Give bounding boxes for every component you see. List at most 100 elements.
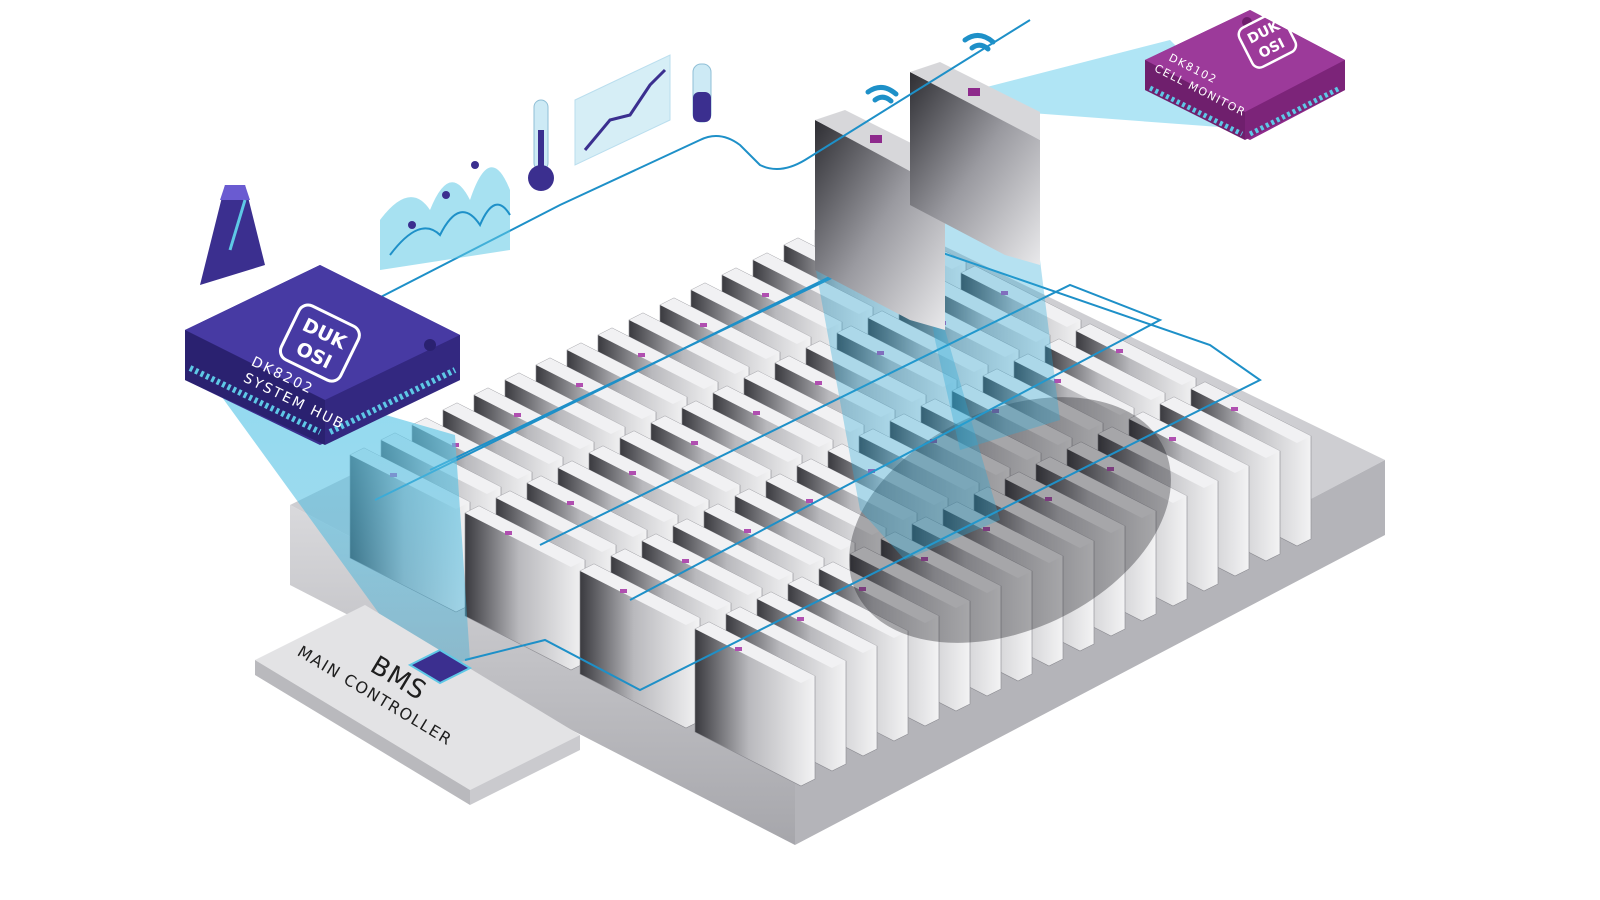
battery-cell-top <box>465 506 585 567</box>
battery-cell-top <box>890 414 1010 475</box>
battery-cell-top <box>726 607 846 668</box>
waveform-chart-icon <box>380 161 511 270</box>
cell-monitor-tab <box>806 499 813 503</box>
battery-cell-top <box>859 429 979 490</box>
bms-chip <box>407 648 473 685</box>
battery-cell-top <box>1067 442 1187 503</box>
cell-monitor-tab <box>1231 407 1238 411</box>
battery-cell-top <box>1160 397 1280 458</box>
battery-cell-top <box>1036 457 1156 518</box>
battery-cell-top <box>757 592 877 653</box>
cell-shadow-overlay <box>849 397 1171 643</box>
line-graph-icon <box>574 54 671 166</box>
battery-cell-top <box>660 298 780 359</box>
battery-cell-top <box>1098 427 1218 488</box>
battery-cell-top <box>589 446 709 507</box>
battery-cell-top <box>881 532 1001 593</box>
cell-monitor-tab <box>1045 497 1052 501</box>
cell-monitor-tab <box>744 529 751 533</box>
battery-cell-top <box>850 547 970 608</box>
system-hub-beam <box>195 360 470 670</box>
battery-cell-top <box>806 341 926 402</box>
battery-cell-top <box>1129 412 1249 473</box>
battery-cell-top <box>868 311 988 372</box>
cell-monitor-tab <box>682 559 689 563</box>
battery-cell-top <box>828 444 948 505</box>
battery-cell-top <box>598 328 718 389</box>
battery-cell-top <box>611 549 731 610</box>
duk-osi-logo <box>1237 10 1298 69</box>
battery-level-icon <box>692 63 712 123</box>
cell-monitor-tab <box>735 647 742 651</box>
battery-cell-top <box>735 489 855 550</box>
raised-cell-2 <box>910 62 1040 265</box>
cell-monitor-tab <box>921 557 928 561</box>
battery-cell-top <box>775 356 895 417</box>
battery-cell-top <box>921 399 1041 460</box>
battery-cell-top <box>744 371 864 432</box>
cell-monitor-tab <box>762 293 769 297</box>
battery-cell-top <box>952 384 1072 445</box>
cell-monitor-tab <box>514 413 521 417</box>
battery-cell-top <box>961 266 1081 327</box>
cell-monitor-tab <box>1107 467 1114 471</box>
cell-monitor-tab <box>868 469 875 473</box>
battery-cell-top <box>788 577 908 638</box>
duk-osi-logo <box>278 303 361 383</box>
battery-cell-top <box>567 343 687 404</box>
cell-monitor-tab <box>1054 379 1061 383</box>
battery-cell-top <box>1014 354 1134 415</box>
battery-cell-top <box>1005 472 1125 533</box>
battery-cell-top <box>713 386 833 447</box>
cell-monitor-tab <box>877 351 884 355</box>
battery-cell-top <box>766 474 886 535</box>
battery-cell-top <box>474 388 594 449</box>
battery-cell-array <box>349 207 1312 787</box>
cell-monitor-tab <box>815 381 822 385</box>
system-hub-chip: DUK OSI DK8202 SYSTEM HUB <box>185 265 460 445</box>
thermometer-icon <box>528 99 554 191</box>
cell-monitor-tab <box>505 531 512 535</box>
battery-cell-top <box>527 476 647 537</box>
battery-cell-top <box>797 459 917 520</box>
battery-cell-top <box>704 504 824 565</box>
cell-monitor-tab <box>930 439 937 443</box>
battery-cell-top <box>1045 339 1165 400</box>
battery-cell-top <box>819 562 939 623</box>
cell-monitor-tab <box>576 383 583 387</box>
metronome-icon <box>200 185 265 285</box>
cell-monitor-tab <box>983 527 990 531</box>
battery-cell-top <box>558 461 678 522</box>
battery-cell-top <box>651 416 771 477</box>
battery-cell-top <box>1191 382 1311 443</box>
battery-cell-top <box>930 281 1050 342</box>
cell-monitor-tab <box>691 441 698 445</box>
battery-cell-top <box>505 373 625 434</box>
cell-monitor-tab <box>620 589 627 593</box>
cell-monitor-tab <box>797 617 804 621</box>
cell-monitor-tab <box>567 501 574 505</box>
battery-cell-top <box>722 268 842 329</box>
battery-cell-top <box>642 534 762 595</box>
battery-cell-top <box>695 622 815 683</box>
battery-cell-top <box>496 491 616 552</box>
battery-cell-top <box>753 253 873 314</box>
battery-cell-top <box>837 326 957 387</box>
cell-monitor-tab <box>629 471 636 475</box>
cell-monitor-tab <box>1169 437 1176 441</box>
battery-cell-top <box>1076 324 1196 385</box>
cell-monitor-tab <box>700 323 707 327</box>
battery-cell-top <box>691 283 811 344</box>
battery-cell-top <box>682 401 802 462</box>
battery-cell-top <box>673 519 793 580</box>
cell-monitor-tab <box>1116 349 1123 353</box>
battery-cell-top <box>536 358 656 419</box>
cell-monitor-tab <box>753 411 760 415</box>
battery-cell-top <box>443 403 563 464</box>
cell-beam-1 <box>815 265 1000 560</box>
cell-monitor-tab <box>638 353 645 357</box>
battery-cell-top <box>912 517 1032 578</box>
battery-cell-top <box>620 431 740 492</box>
cell-monitor-tab <box>992 409 999 413</box>
